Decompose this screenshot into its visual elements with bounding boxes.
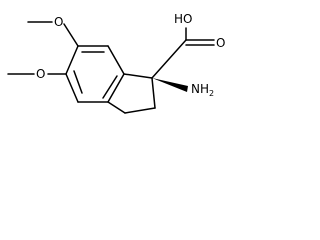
- ring-double-2: [102, 75, 118, 99]
- atom-label-nh2-main: NH: [191, 82, 209, 96]
- five-ring-bond-3: [124, 107, 156, 114]
- atom-label-nh2-sub: 2: [209, 89, 214, 98]
- methoxy-upper: [27, 21, 79, 47]
- bond-c-cooh: [151, 39, 187, 79]
- chemical-structure: HO NH2 O O O: [7, 12, 225, 114]
- atom-label-o-upper: O: [54, 15, 63, 29]
- atom-label-nh2: NH2: [191, 82, 214, 98]
- atom-label-o-lower: O: [36, 67, 45, 81]
- carboxylic-acid: [151, 27, 215, 79]
- five-ring-bond-2: [151, 77, 156, 109]
- cyclopentane-ring: [107, 73, 156, 114]
- ring-bond-3: [107, 73, 125, 103]
- ring-bond-6: [65, 45, 79, 75]
- ring-bond-2: [107, 45, 125, 75]
- atom-label-oh: HO: [174, 12, 192, 26]
- wedge-bond-amino: [152, 78, 188, 92]
- ring-bond-5: [65, 73, 79, 103]
- atom-label-o-carbonyl: O: [216, 36, 225, 50]
- five-ring-bond-4: [107, 101, 126, 114]
- bond-ome-upper-ring: [63, 23, 79, 47]
- five-ring-bond-1: [123, 73, 153, 79]
- ring-double-3: [73, 70, 83, 94]
- benzene-ring: [65, 45, 125, 103]
